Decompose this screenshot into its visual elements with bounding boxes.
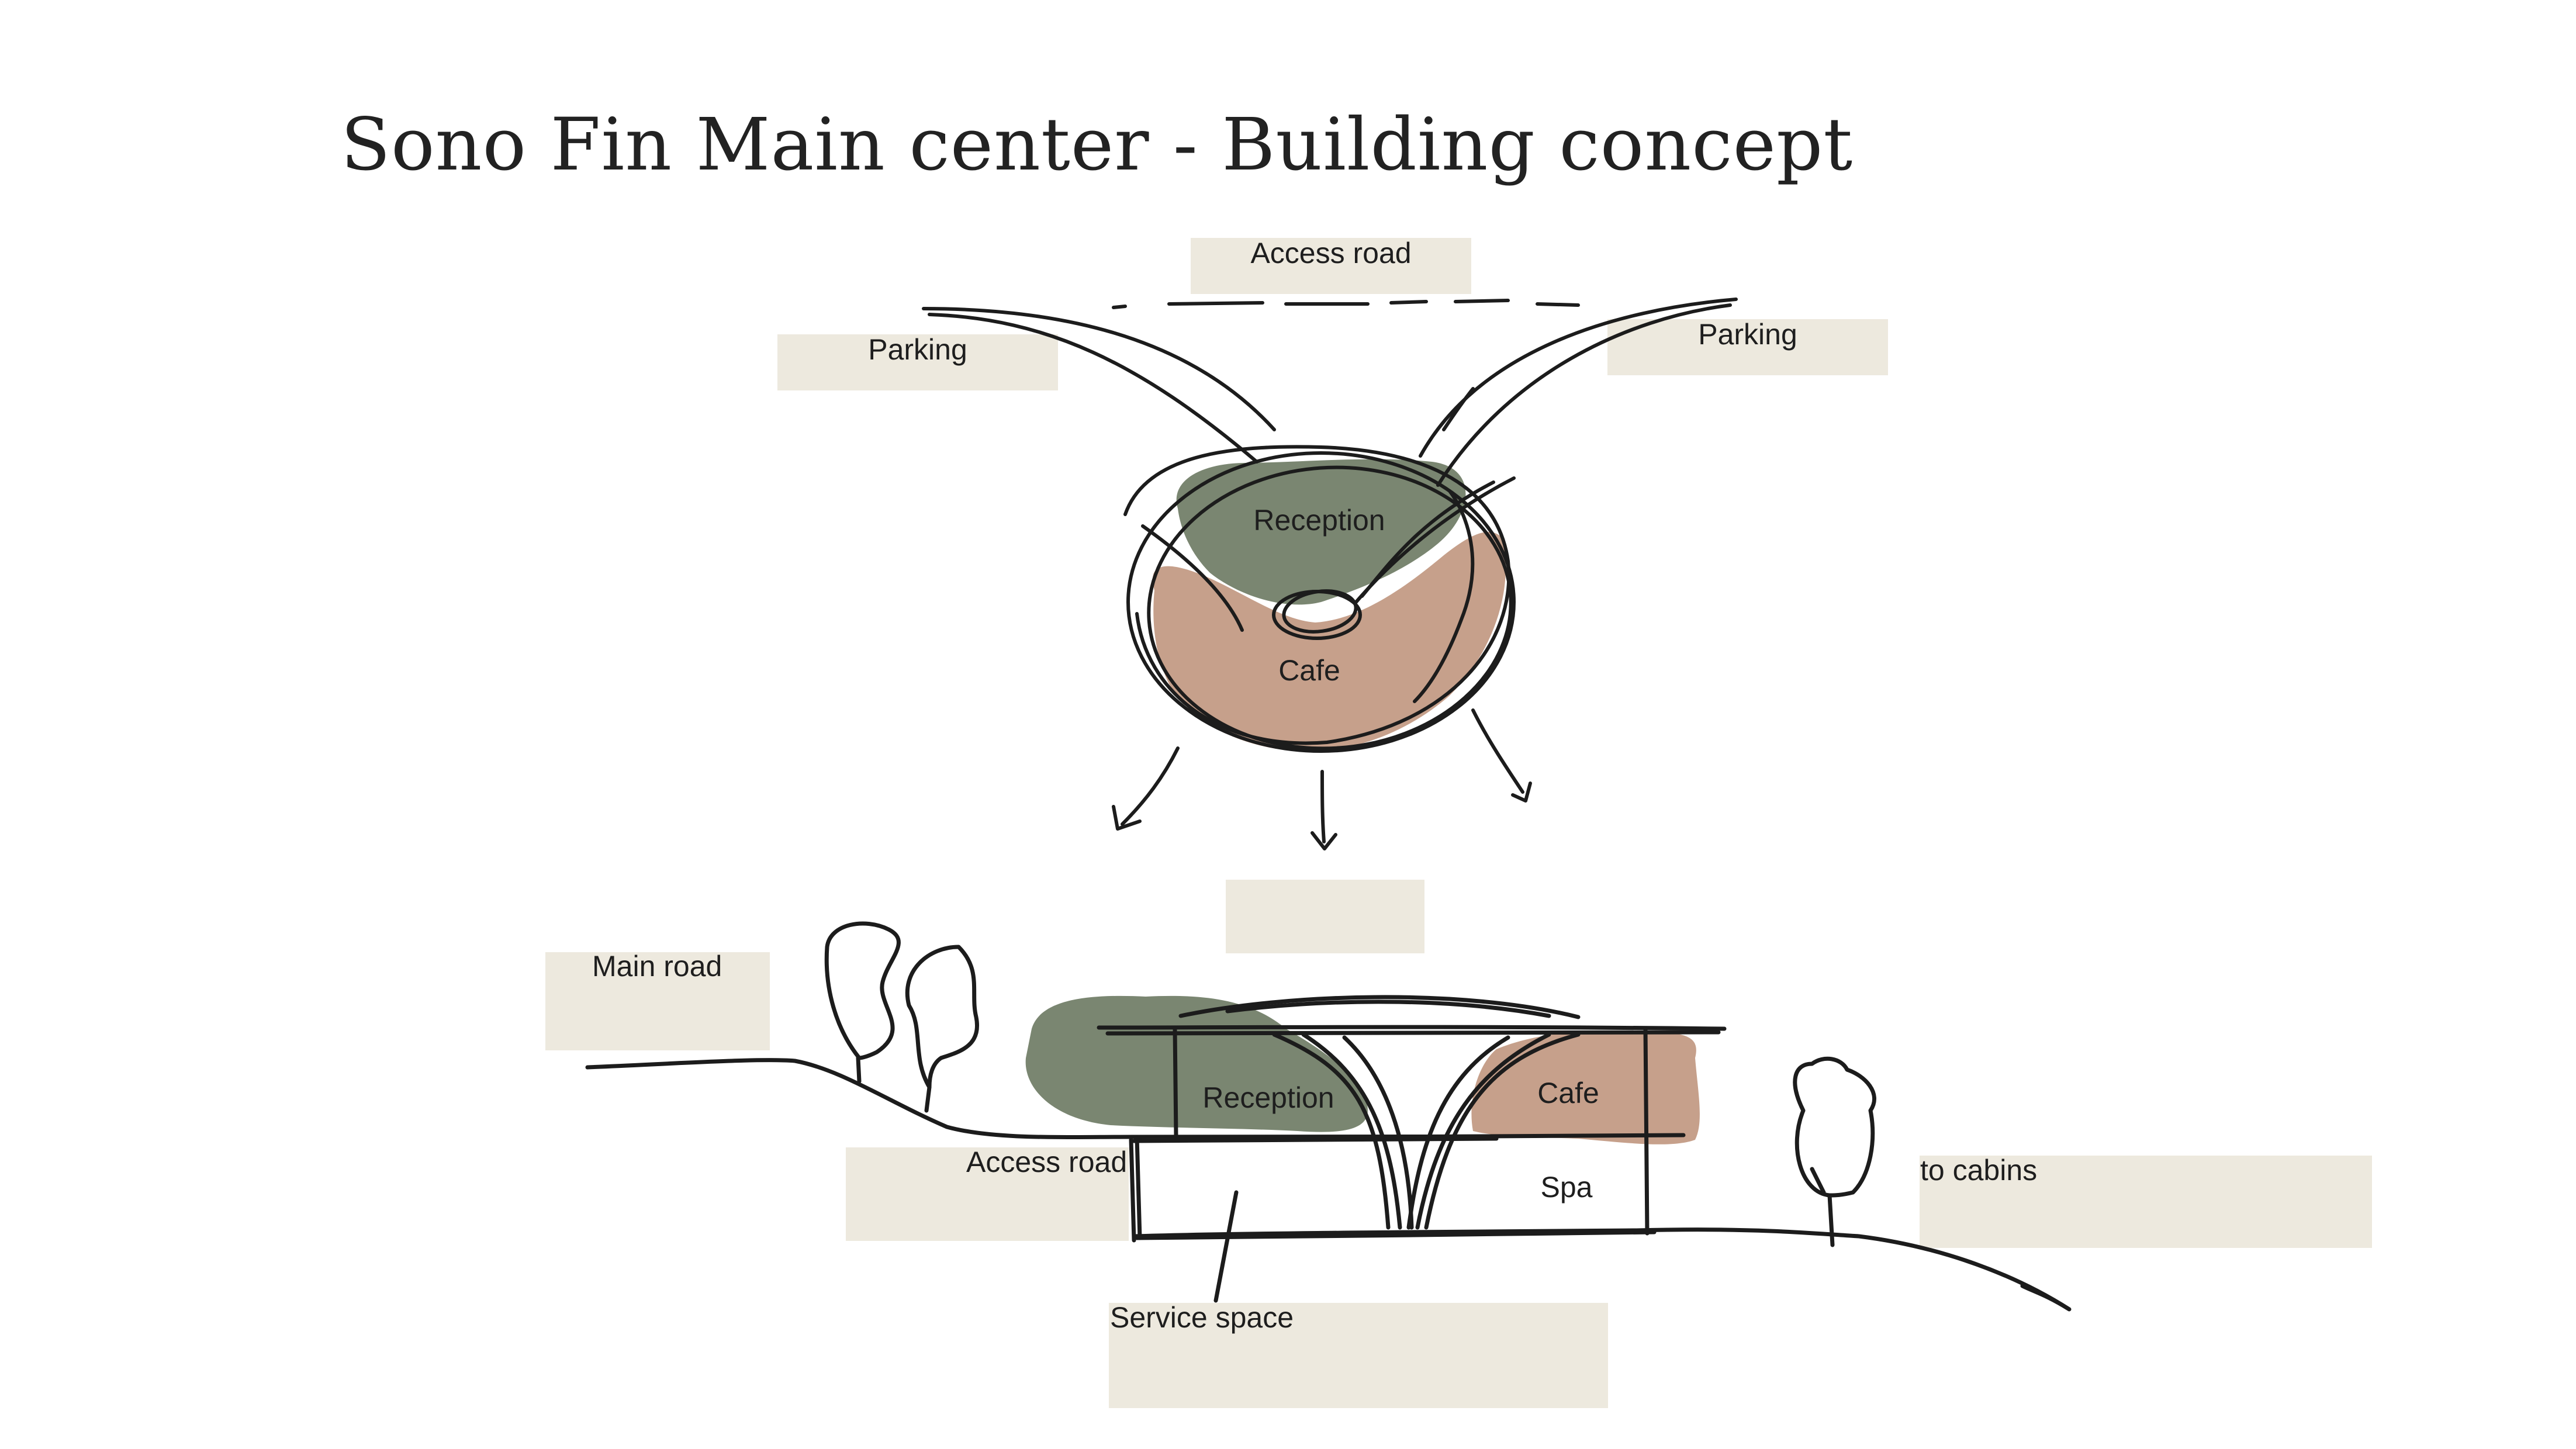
tag-parking-right — [1607, 319, 1888, 375]
label-main-road: Main road — [592, 950, 722, 983]
roof-line-2 — [1105, 1030, 1721, 1036]
roof-line-1 — [1097, 1025, 1727, 1031]
arrow-left — [1121, 746, 1180, 826]
building-outline-2 — [1147, 465, 1513, 751]
floor-slab — [1132, 1133, 1686, 1139]
reception-wash-section — [1025, 995, 1368, 1132]
label-to-cabins: to cabins — [1920, 1154, 2038, 1187]
reception-wash-plan — [1176, 459, 1466, 605]
tag-access-road-plan — [1191, 238, 1471, 294]
label-parking-left: Parking — [868, 333, 967, 366]
ground-line-right — [1132, 1227, 2072, 1312]
core-ring-2 — [1282, 589, 1358, 634]
arrow-left-head — [1112, 805, 1142, 831]
tag-service-space — [1109, 1303, 1608, 1408]
funnel-3 — [1424, 1032, 1581, 1230]
label-parking-right: Parking — [1698, 318, 1797, 351]
tag-to-cabins — [1920, 1156, 2372, 1248]
wall-left-basement-2 — [1129, 1137, 1136, 1243]
tree-right-branch — [1810, 1167, 1826, 1195]
plan-view — [922, 298, 1738, 850]
tree-left-2 — [905, 945, 979, 1090]
right-road-curve-1 — [1419, 298, 1738, 458]
roof-canopy-2 — [1225, 1000, 1551, 1018]
wall-left-basement — [1135, 1135, 1142, 1240]
label-access-road-section: Access road — [966, 1146, 1128, 1178]
tree-right-trunk — [1827, 1193, 1835, 1247]
left-road-curve-2 — [928, 313, 1258, 464]
slide-title: Sono Fin Main center - Building concept — [341, 103, 1854, 187]
tree-left-1 — [824, 921, 901, 1060]
label-reception-plan: Reception — [1253, 504, 1385, 537]
spoke-right-2 — [1360, 480, 1495, 598]
tree-left-trunk-1 — [856, 1056, 862, 1084]
tag-main-road — [545, 952, 770, 1050]
arrow-right-head — [1511, 781, 1532, 803]
building-outline-1 — [1126, 451, 1516, 753]
funnel-6 — [1342, 1035, 1414, 1230]
section-view — [585, 921, 2072, 1312]
funnel-1 — [1272, 1032, 1391, 1230]
label-cafe-plan: Cafe — [1278, 654, 1340, 687]
floor-slab-2 — [1132, 1136, 1499, 1143]
right-road-curve-3 — [1442, 387, 1475, 431]
service-pointer — [1213, 1190, 1239, 1303]
label-service-space: Service space — [1110, 1301, 1294, 1334]
label-access-road-plan: Access road — [1250, 237, 1412, 269]
right-road-curve-2 — [1436, 303, 1732, 487]
label-reception-section: Reception — [1202, 1081, 1334, 1114]
arrow-mid — [1320, 770, 1326, 843]
left-road-curve-1 — [922, 307, 1276, 431]
label-spa: Spa — [1540, 1171, 1593, 1204]
arrow-right — [1471, 708, 1524, 794]
base-floor — [1135, 1230, 1657, 1240]
building-outline-3 — [1123, 445, 1511, 745]
cafe-wash-section — [1471, 1030, 1700, 1144]
tag-blank — [1226, 880, 1424, 953]
tree-right — [1793, 1056, 1876, 1198]
funnel-2 — [1301, 1032, 1402, 1230]
column-left — [1173, 1026, 1178, 1139]
tree-left-trunk-2 — [924, 1085, 932, 1113]
tag-access-road-section — [846, 1147, 1129, 1241]
spoke-right-3 — [1413, 489, 1475, 703]
spoke-left — [1141, 524, 1244, 632]
funnel-4 — [1415, 1032, 1551, 1230]
column-right — [1643, 1026, 1650, 1236]
tag-parking-left — [777, 334, 1058, 390]
roof-canopy-1 — [1178, 995, 1581, 1019]
ground-line — [585, 1058, 1136, 1139]
access-road-line — [1112, 299, 1580, 309]
arrow-mid-head — [1311, 831, 1337, 850]
funnel-5 — [1406, 1035, 1510, 1230]
label-cafe-section: Cafe — [1537, 1077, 1599, 1109]
